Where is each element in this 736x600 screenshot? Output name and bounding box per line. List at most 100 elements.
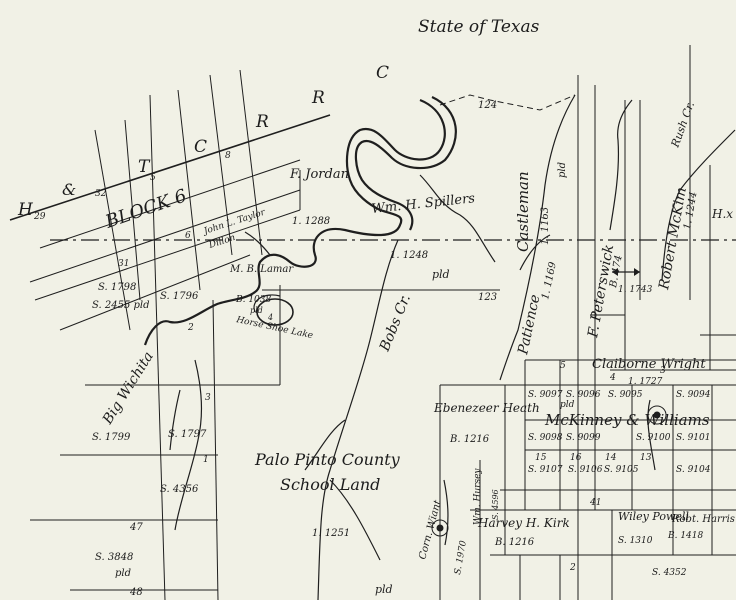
school-land-pld: pld: [375, 583, 393, 596]
survey-number: S. 1796: [160, 291, 199, 302]
owner-dillon: Dillon: [207, 233, 237, 251]
owner-castleman-abstract: 1. 1163: [540, 207, 551, 245]
school-land-line-2: School Land: [280, 475, 380, 494]
owner-wm-hursey: Wm. Hursey: [473, 468, 483, 525]
section-number: 2: [187, 323, 194, 333]
survey-number: S. 9104: [676, 465, 711, 475]
survey-number: S. 2455 pld: [92, 300, 149, 311]
owner-corn-abstract: S. 1970: [453, 540, 469, 576]
section-number: 32: [95, 189, 107, 199]
section-number: 14: [605, 453, 617, 463]
owner-patience-abstract: 1. 1169: [540, 260, 559, 300]
section-number: 8: [225, 151, 231, 161]
railroad-lines: [9, 114, 331, 331]
survey-number: S. 3848: [95, 552, 133, 563]
boundary-arrow: [612, 268, 640, 276]
feature-hx: H.x: [711, 207, 733, 221]
rr-letter-amp: &: [62, 180, 76, 199]
school-land-abstract: 1. 1251: [312, 528, 350, 539]
survey-number: S. 1799: [92, 432, 131, 443]
owner-harris-abstract: B. 1418: [667, 531, 704, 541]
owner-spillers-abstract: 1. 1248: [390, 250, 428, 261]
rr-letter-r2: R: [311, 88, 325, 108]
owner-claiborne: Claiborne Wright: [592, 357, 706, 372]
survey-number: S. 9099: [566, 433, 601, 443]
feature-big-wichita: Big Wichita: [99, 349, 157, 428]
survey-number: S. 9101: [676, 433, 710, 443]
river: [143, 96, 457, 346]
survey-grid-right: [439, 45, 736, 600]
owner-mckinney: McKinney & Williams: [544, 411, 710, 429]
survey-number: S. 4356: [160, 484, 199, 495]
section-number: 4: [267, 313, 273, 322]
labels: State of Texas H & T C R R C BLOCK 6 29 …: [17, 17, 735, 598]
survey-number: S. 4352: [652, 568, 687, 578]
feature-bobs-creek: Bobs Cr.: [376, 292, 414, 354]
survey-grid: [30, 69, 736, 600]
section-number: 16: [570, 453, 582, 463]
owner-heath-abstract: B. 1216: [449, 434, 490, 445]
map-header: State of Texas: [418, 17, 540, 37]
owner-heath: Ebenezeer Heath: [433, 401, 540, 415]
section-number: 47: [129, 522, 143, 533]
section-number: 3: [205, 393, 211, 403]
owner-jordan: F. Jordan: [289, 167, 349, 182]
marsh-marks: [431, 405, 667, 537]
section-number: 1: [203, 455, 209, 465]
feature-rush-creek: Rush Cr.: [668, 100, 697, 150]
section-number: 4: [609, 373, 616, 383]
survey-number: S. 9100: [636, 433, 671, 443]
survey-number: S. 1798: [98, 282, 136, 293]
owner-jordan-abstract: 1. 1288: [292, 216, 330, 227]
survey-number: S. 9095: [608, 390, 643, 400]
owner-claiborne-abstract: 1. 1727: [628, 377, 663, 387]
feature-horseshoe-lake: Horse Shoe Lake: [234, 315, 313, 341]
owner-harris: Robt. Harris: [671, 514, 735, 525]
section-number: 29: [33, 212, 46, 222]
owner-kirk: Harvey H. Kirk: [477, 516, 570, 530]
section-number: 6: [185, 231, 191, 241]
rr-letter-r1: R: [255, 112, 269, 132]
owner-castleman-pld: pld: [557, 162, 568, 178]
survey-number: S. 9094: [676, 390, 711, 400]
owner-kirk-abstract: B. 1216: [494, 537, 535, 548]
survey-number: S. 1797: [168, 429, 207, 440]
survey-pld: pld: [115, 568, 131, 579]
section-number: 5: [560, 361, 566, 371]
section-number: 48: [129, 587, 143, 598]
rr-letter-h: H: [17, 200, 34, 220]
owner-spillers: Wm. H. Spillers: [371, 191, 476, 217]
survey-number: S. 9106: [568, 465, 603, 475]
survey-number: S. 9105: [604, 465, 639, 475]
owner-powell: Wiley Powell: [618, 510, 689, 523]
section-number: 124: [478, 100, 497, 111]
rr-letter-c2: C: [376, 63, 389, 83]
owner-peterswick-abstract-2: 1. 1743: [618, 285, 653, 295]
section-number: 2: [569, 563, 576, 573]
owner-spillers-pld: pld: [432, 268, 450, 281]
survey-pld: pld: [560, 400, 575, 410]
owner-mckim: Robert McKim: [656, 186, 690, 292]
owner-lamar: M. B. Lamar: [229, 264, 294, 275]
owner-powell-abstract: S. 1310: [618, 536, 653, 546]
block-label: BLOCK 6: [102, 185, 190, 233]
school-land-line-1: Palo Pinto County: [254, 450, 401, 469]
creeks: [169, 94, 736, 600]
section-number: 3: [660, 366, 666, 376]
section-number: 13: [640, 453, 652, 463]
survey-number: S. 9107: [528, 465, 563, 475]
section-number: 15: [535, 453, 547, 463]
survey-number: S. 9098: [528, 433, 563, 443]
owner-wm-hursey-abstract: S. 4596: [491, 489, 500, 520]
section-number: 123: [478, 292, 497, 303]
owner-castleman: Castleman: [514, 171, 532, 252]
section-number: 41: [589, 498, 601, 508]
survey-number: S. 9097: [528, 390, 563, 400]
survey-number: S. 9096: [566, 390, 601, 400]
feature-pld: pld: [250, 306, 263, 315]
rr-letter-t: T: [138, 157, 151, 177]
section-number: 5: [150, 173, 156, 183]
owner-lamar-abstract: B. 1038: [235, 295, 272, 305]
